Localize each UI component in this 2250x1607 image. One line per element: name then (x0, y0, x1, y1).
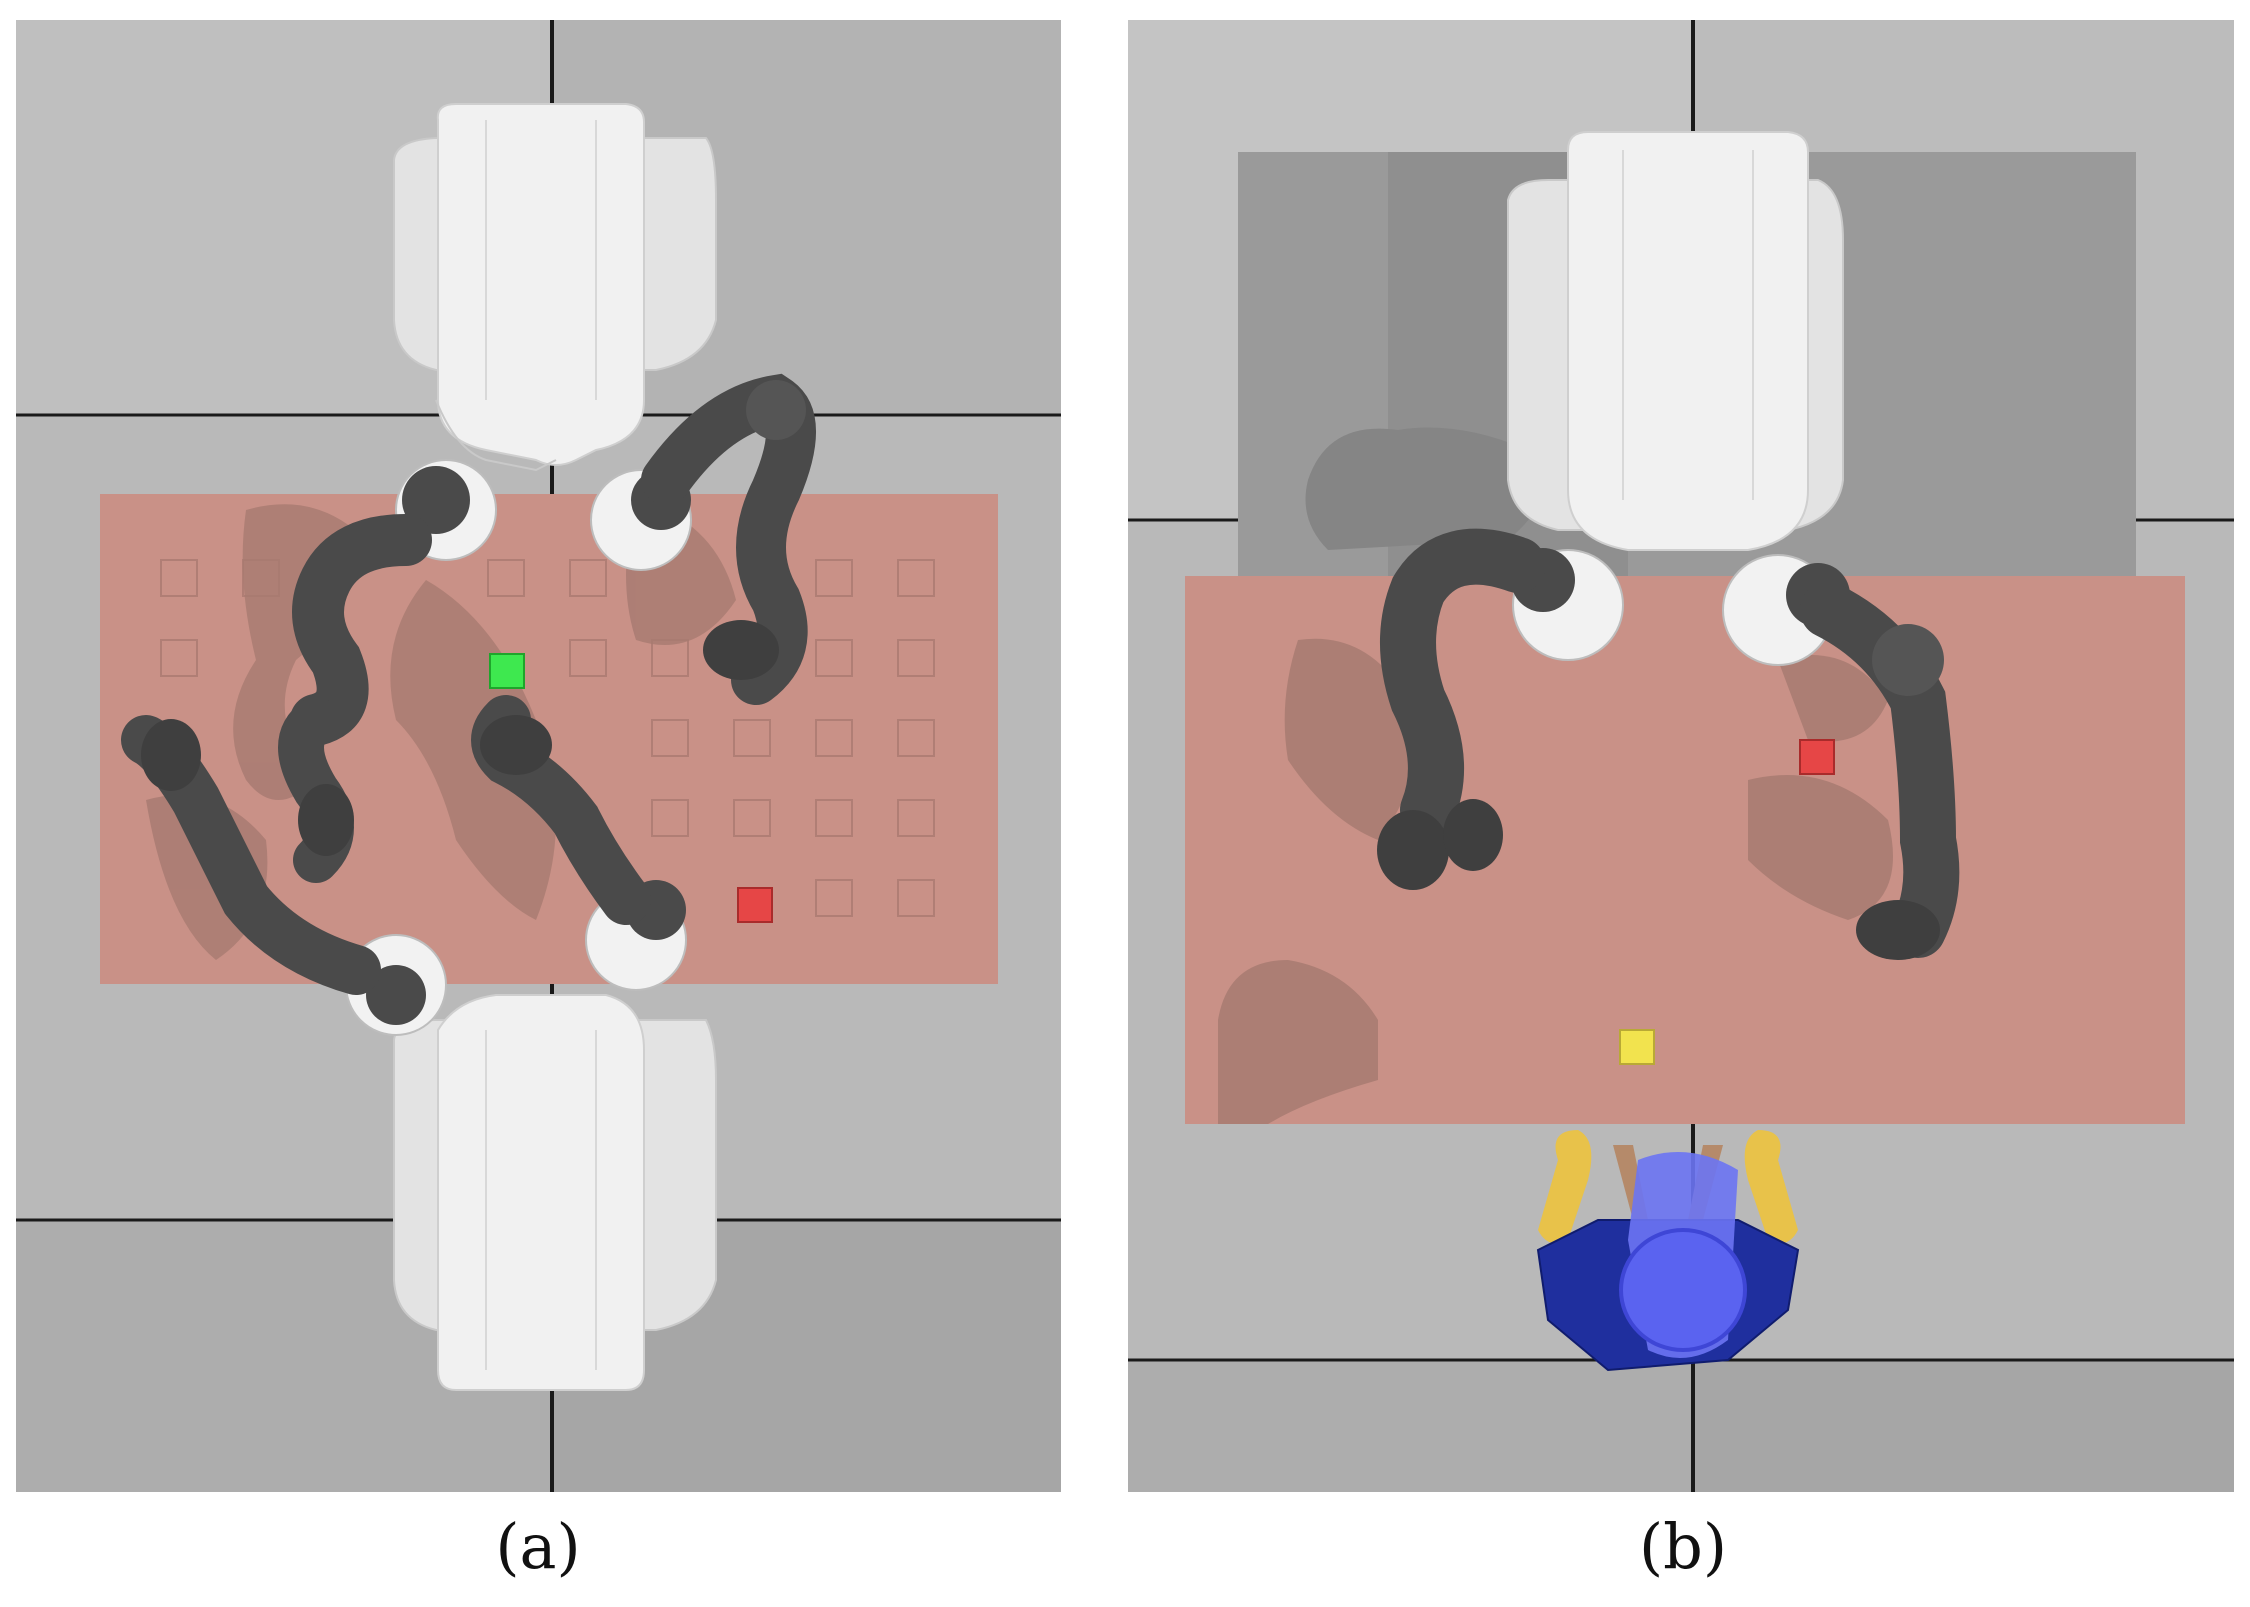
cube-red (737, 887, 773, 923)
robot-arms (1377, 528, 1960, 960)
human (1536, 1130, 1800, 1372)
robot-top-arms (278, 373, 816, 883)
panel-a-scene (16, 20, 1061, 1492)
human-head (1619, 1228, 1747, 1352)
human-right-hand (1744, 1130, 1798, 1244)
robot-bottom (393, 994, 717, 1391)
robot-bottom-arms (121, 695, 687, 1036)
robot-top (393, 103, 717, 472)
human-left-hand (1538, 1130, 1592, 1244)
panel-b-caption: (b) (1638, 1510, 1728, 1583)
panel-a-caption: (a) (495, 1510, 581, 1583)
panel-b-scene (1128, 20, 2234, 1492)
cube-green (489, 653, 525, 689)
panel-a-render (16, 20, 1061, 1492)
panel-b-render (1128, 20, 2234, 1492)
cube-red (1799, 739, 1835, 775)
robot (1507, 131, 1844, 551)
cube-yellow (1619, 1029, 1655, 1065)
